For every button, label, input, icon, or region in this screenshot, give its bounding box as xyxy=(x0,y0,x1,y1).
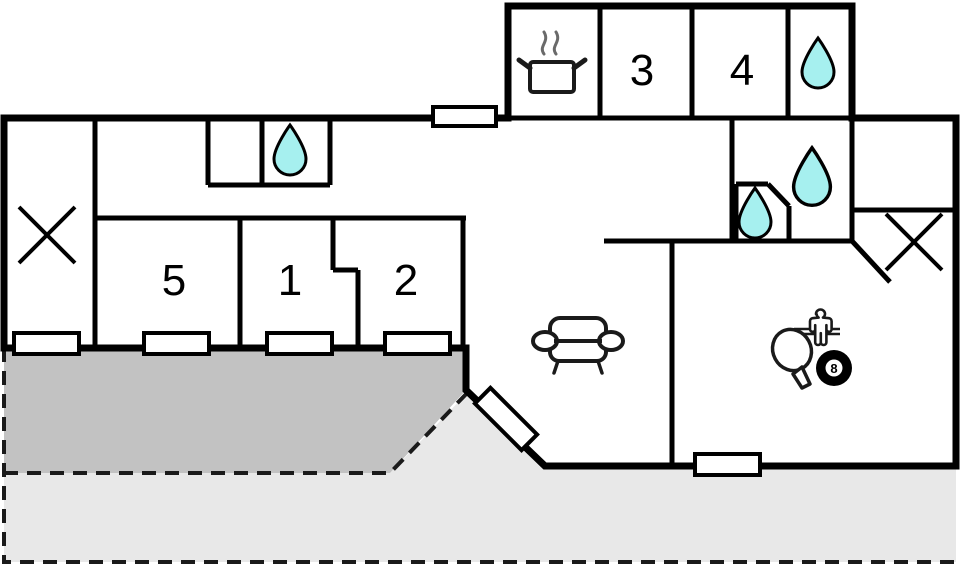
wall-bath-small-diag xyxy=(766,182,791,208)
foosball-icon xyxy=(794,308,840,347)
game-room-icon: 8 xyxy=(770,308,852,390)
room-label-3: 3 xyxy=(630,46,654,95)
table-tennis-bat-icon xyxy=(770,327,814,390)
room-numbers: 5 1 2 3 4 xyxy=(162,46,754,305)
room-label-2: 2 xyxy=(394,256,418,305)
eight-ball-icon: 8 xyxy=(816,350,852,386)
crossed-out-area-marker-left xyxy=(17,205,77,265)
room-label-4: 4 xyxy=(730,46,754,95)
terrace-area xyxy=(4,348,466,473)
house-interior-fill xyxy=(7,9,953,463)
svg-text:8: 8 xyxy=(830,361,837,376)
crossed-out-area-marker-right xyxy=(884,212,944,272)
plot-boundary xyxy=(2,348,956,564)
sofa-icon xyxy=(531,316,625,375)
ground-areas xyxy=(4,348,956,562)
openings xyxy=(12,105,762,477)
room-label-5: 5 xyxy=(162,256,186,305)
cooking-pot-icon xyxy=(516,30,588,94)
window-opening-top-wall xyxy=(431,105,498,128)
crossed-out-markers xyxy=(17,205,944,272)
window-opening-bottom-2 xyxy=(142,331,211,356)
door-opening-diagonal xyxy=(472,385,540,453)
room-label-1: 1 xyxy=(278,256,302,305)
window-opening-bottom-3 xyxy=(265,331,334,356)
wall-right-diag xyxy=(850,239,892,284)
interior-walls xyxy=(92,6,956,466)
plot-ground-area xyxy=(4,390,956,562)
window-opening-bottom-right xyxy=(693,452,762,477)
window-opening-bottom-4 xyxy=(383,331,452,356)
window-opening-bottom-1 xyxy=(12,331,81,356)
